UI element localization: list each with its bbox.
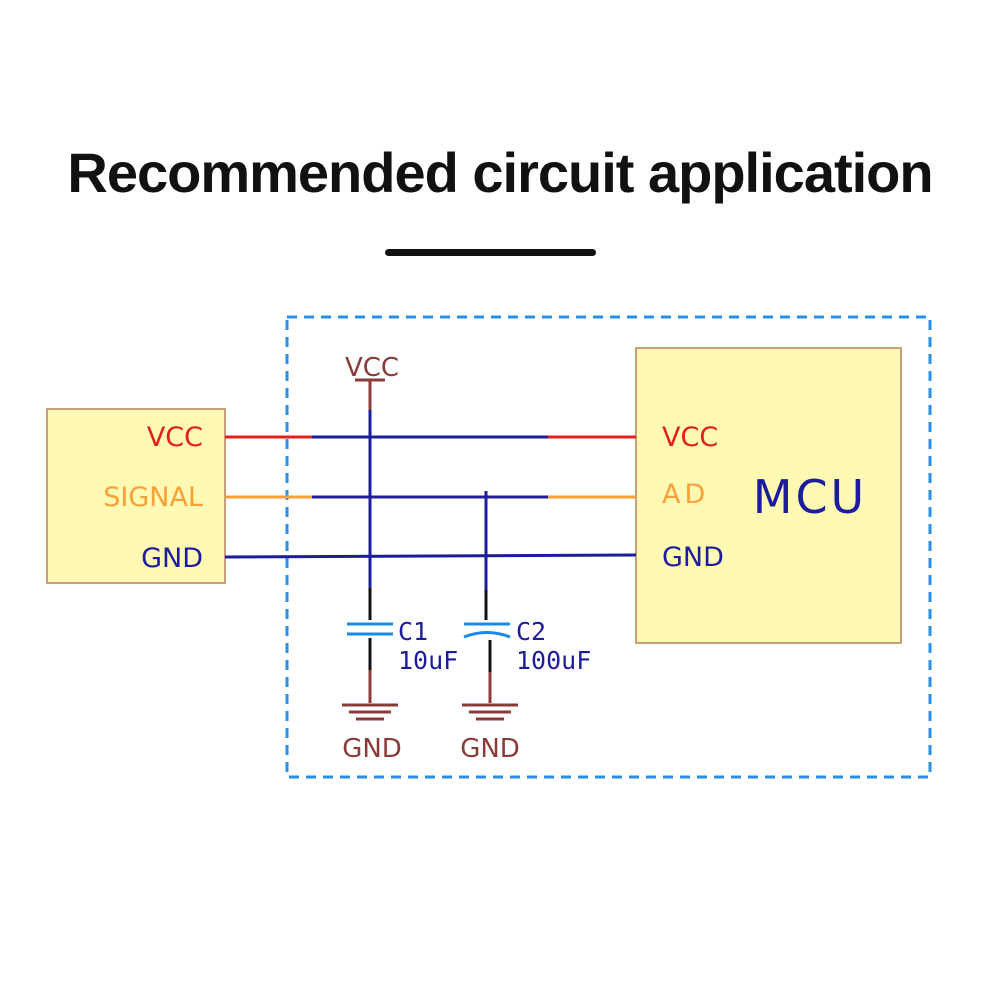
gnd-wire — [224, 553, 637, 559]
sensor-pin-gnd: GND — [141, 543, 203, 574]
c2-value: 100uF — [516, 646, 591, 675]
mcu-pin-gnd: GND — [662, 542, 724, 573]
sensor-pin-signal: SIGNAL — [103, 482, 203, 513]
c1-ref: C1 — [398, 617, 428, 646]
module-boundary — [285, 315, 932, 779]
vcc-power-label: VCC — [345, 353, 399, 383]
c2-plate-bottom — [463, 631, 511, 639]
mcu-pin-vcc: VCC — [662, 422, 718, 453]
mcu-box — [635, 347, 902, 644]
mcu-pin-ad: AD — [662, 479, 709, 510]
title-underline — [385, 249, 596, 256]
page-title: Recommended circuit application — [67, 141, 933, 204]
c2-ref: C2 — [516, 617, 546, 646]
c1-value: 10uF — [398, 646, 458, 675]
mcu-label: MCU — [753, 470, 867, 524]
sensor-box — [46, 408, 226, 584]
gnd2-label: GND — [460, 734, 520, 764]
gnd1-label: GND — [342, 734, 402, 764]
sensor-pin-vcc: VCC — [147, 422, 203, 453]
